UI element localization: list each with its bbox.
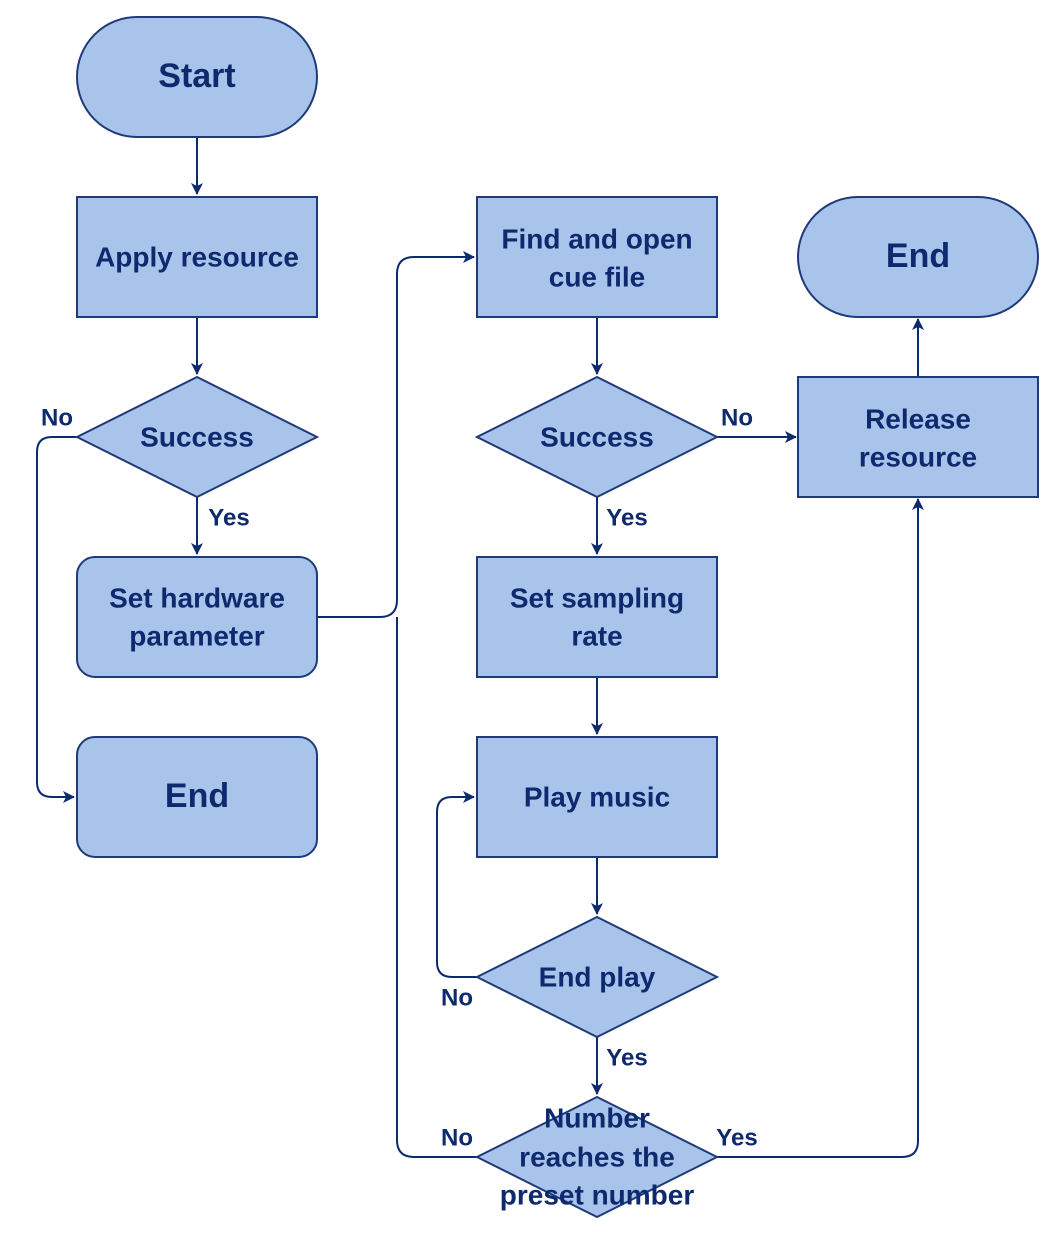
edge-label-success1-no: No xyxy=(41,405,73,432)
node-success-2-label: Success xyxy=(540,422,654,453)
edge-label-success2-no: No xyxy=(721,405,753,432)
node-play-music: Play music xyxy=(476,736,718,858)
node-set-sampling: Set sampling rate xyxy=(476,556,718,678)
edge-success1-no xyxy=(36,436,77,803)
edge-number-no xyxy=(396,617,477,1158)
edge-label-number-no: No xyxy=(441,1125,473,1152)
node-number-reaches-label-line2: reaches the xyxy=(519,1142,675,1173)
node-set-sampling-label-line2: rate xyxy=(571,621,622,652)
node-end-right-label: End xyxy=(886,237,950,275)
node-set-sampling-label-line1: Set sampling xyxy=(510,583,684,614)
node-end-play-label: End play xyxy=(539,962,656,993)
node-end-play: End play xyxy=(474,915,720,1039)
node-find-cue: Find and open cue file xyxy=(476,196,718,318)
node-success-1-label: Success xyxy=(140,422,254,453)
node-success-2: Success xyxy=(474,375,720,499)
node-set-hardware-label-line2: parameter xyxy=(129,621,265,652)
edge-label-success1-yes: Yes xyxy=(208,505,249,532)
node-number-reaches-label-line1: Number xyxy=(544,1103,650,1134)
edge-label-endplay-no: No xyxy=(441,985,473,1012)
edge-label-endplay-yes: Yes xyxy=(606,1045,647,1072)
node-end-left-label: End xyxy=(165,777,229,815)
edge-label-success2-yes: Yes xyxy=(606,505,647,532)
node-set-hardware-label-line1: Set hardware xyxy=(109,583,285,614)
node-end-left: End xyxy=(76,736,318,858)
node-number-reaches: Number reaches the preset number xyxy=(474,1095,720,1219)
edge-number-yes xyxy=(717,498,924,1158)
node-find-cue-label-line1: Find and open xyxy=(501,224,692,255)
node-release-resource: Release resource xyxy=(797,376,1039,498)
node-number-reaches-label-line3: preset number xyxy=(500,1180,695,1211)
node-release-resource-label-line1: Release xyxy=(865,404,971,435)
edge-label-number-yes: Yes xyxy=(716,1125,757,1152)
edge-endplay-no xyxy=(436,791,477,978)
node-end-right: End xyxy=(797,196,1039,318)
node-play-music-label: Play music xyxy=(524,782,670,813)
node-success-1: Success xyxy=(74,375,320,499)
node-apply-resource-label: Apply resource xyxy=(95,242,299,273)
edge-hardware-to-find xyxy=(317,251,475,618)
node-start: Start xyxy=(76,16,318,138)
node-find-cue-label-line2: cue file xyxy=(549,262,645,293)
node-start-label: Start xyxy=(158,57,235,95)
node-apply-resource: Apply resource xyxy=(76,196,318,318)
node-release-resource-label-line2: resource xyxy=(859,442,977,473)
node-set-hardware: Set hardware parameter xyxy=(76,556,318,678)
